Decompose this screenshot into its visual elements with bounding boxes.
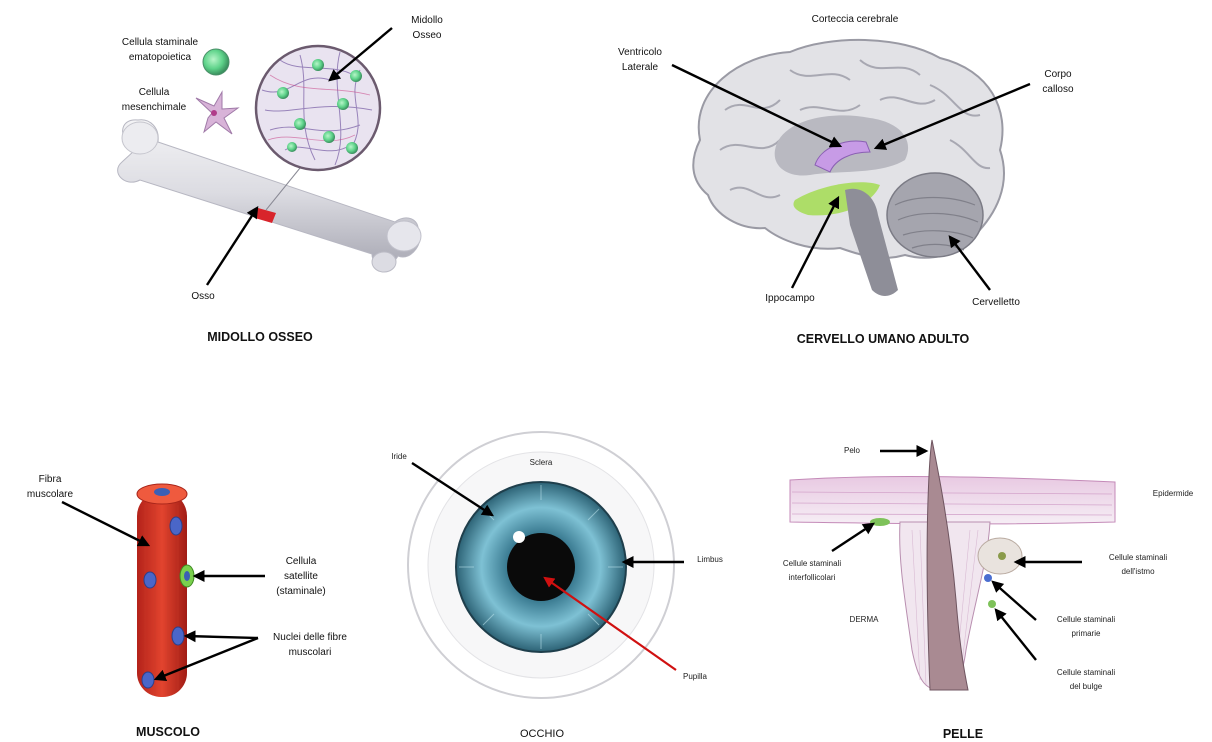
arrow-nuclei-1 <box>186 636 258 638</box>
panel-brain: Corteccia cerebrale Ventricolo Laterale … <box>618 14 1074 346</box>
label-satellite-1: Cellula <box>286 556 317 567</box>
label-sclera: Sclera <box>530 458 553 467</box>
label-primary-2: primarie <box>1072 629 1101 638</box>
label-marrow-1: Midollo <box>411 15 443 26</box>
label-pupil: Pupilla <box>683 672 708 681</box>
label-mesenchymal-1: Cellula <box>139 87 170 98</box>
bulge-cell-icon <box>988 600 996 608</box>
label-mesenchymal-2: mesenchimale <box>122 102 187 113</box>
label-epidermis: Epidermide <box>1153 489 1194 498</box>
eye-illustration <box>408 432 674 698</box>
hematopoietic-cell-icon <box>203 49 229 75</box>
panel-muscle: Fibra muscolare Cellula satellite (stami… <box>27 474 347 739</box>
label-bulge-1: Cellule staminali <box>1057 668 1115 677</box>
label-isthmus-1: Cellule staminali <box>1109 553 1167 562</box>
label-hematopoietic-2: ematopoietica <box>129 52 192 63</box>
title-bone-marrow: MIDOLLO OSSEO <box>207 330 313 344</box>
primary-cell-icon <box>984 574 992 582</box>
title-eye: OCCHIO <box>520 728 564 740</box>
label-hair: Pelo <box>844 446 861 455</box>
label-nuclei-1: Nuclei delle fibre <box>273 632 347 643</box>
label-primary-1: Cellule staminali <box>1057 615 1115 624</box>
title-brain: CERVELLO UMANO ADULTO <box>797 332 970 346</box>
label-interfollicular-2: interfollicolari <box>789 573 836 582</box>
panel-eye: Iride Sclera Limbus Pupilla OCCHIO <box>391 432 723 740</box>
label-ventricle-1: Ventricolo <box>618 47 662 58</box>
label-bone: Osso <box>191 291 215 302</box>
label-iris: Iride <box>391 452 407 461</box>
label-ventricle-2: Laterale <box>622 62 659 73</box>
panel-skin: Pelo Epidermide Cellule staminali interf… <box>783 440 1194 741</box>
label-dermis: DERMA <box>850 615 880 624</box>
label-corpus-2: calloso <box>1042 84 1074 95</box>
label-satellite-3: (staminale) <box>276 586 325 597</box>
label-corpus-1: Corpo <box>1044 69 1072 80</box>
arrow-bulge <box>996 610 1036 660</box>
label-hippocampus: Ippocampo <box>765 293 815 304</box>
label-cerebellum: Cervelletto <box>972 297 1020 308</box>
muscle-fiber-illustration <box>137 484 194 697</box>
label-isthmus-2: dell'istmo <box>1121 567 1155 576</box>
label-nuclei-2: muscolari <box>289 647 332 658</box>
arrow-fiber <box>62 502 148 545</box>
label-interfollicular-1: Cellule staminali <box>783 559 841 568</box>
label-marrow-2: Osseo <box>413 30 442 41</box>
label-bulge-2: del bulge <box>1070 682 1103 691</box>
label-hematopoietic-1: Cellula staminale <box>122 37 199 48</box>
label-cortex: Corteccia cerebrale <box>812 14 899 25</box>
label-limbus: Limbus <box>697 555 723 564</box>
panel-bone-marrow: Midollo Osseo Cellula staminale ematopoi… <box>118 15 444 344</box>
label-satellite-2: satellite <box>284 571 318 582</box>
label-fiber-2: muscolare <box>27 489 74 500</box>
arrow-interfollicular <box>832 524 873 551</box>
title-muscle: MUSCOLO <box>136 725 200 739</box>
title-skin: PELLE <box>943 727 983 741</box>
arrow-bone <box>207 208 257 285</box>
arrow-cerebellum <box>950 237 990 290</box>
label-fiber-1: Fibra <box>39 474 62 485</box>
brain-illustration <box>693 40 1004 296</box>
